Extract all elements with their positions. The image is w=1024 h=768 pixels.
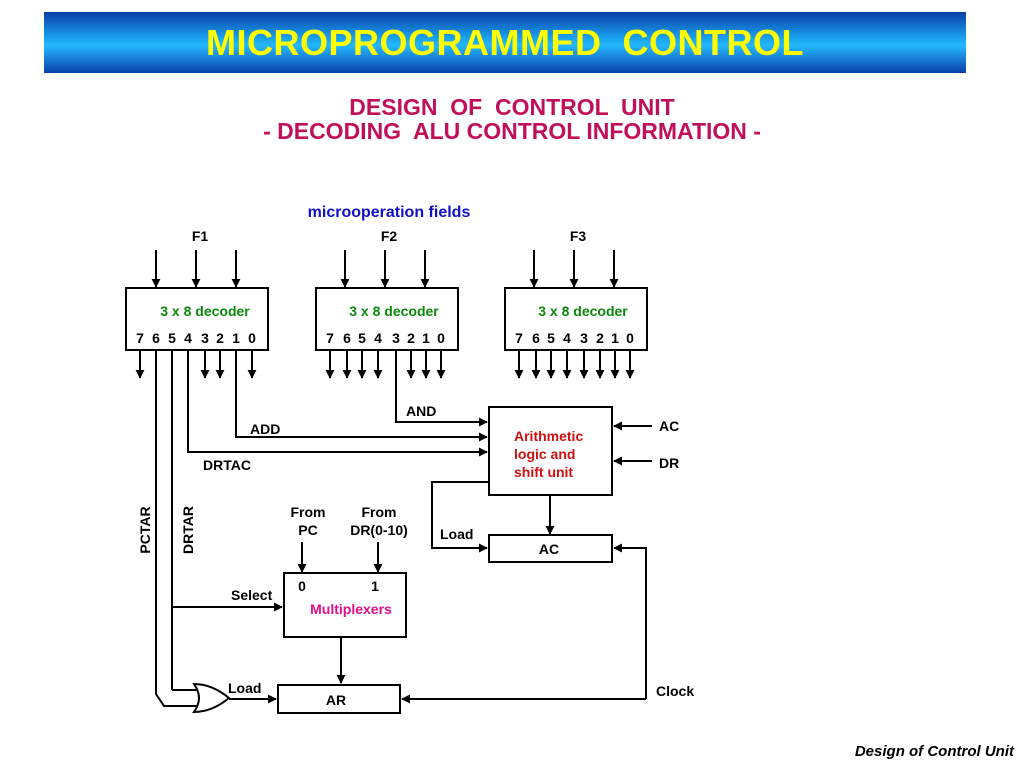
alu-label-line-2: logic and — [514, 446, 575, 462]
decoder-f3-bit-6: 6 — [532, 330, 540, 346]
decoder-f3: 3 x 8 decoder 7 6 5 4 3 2 1 0 — [504, 287, 648, 351]
decoder-f3-bit-5: 5 — [547, 330, 555, 346]
mux-label: Multiplexers — [310, 601, 392, 617]
decoder-f2-label: 3 x 8 decoder — [349, 303, 439, 319]
signal-ac-input-label: AC — [659, 418, 679, 434]
or-gate — [192, 682, 231, 714]
fields-heading: microoperation fields — [308, 204, 471, 221]
decoder-f1-bit-7: 7 — [136, 330, 144, 346]
decoder-f2-bit-0: 0 — [437, 330, 445, 346]
decoder-f3-bit-7: 7 — [515, 330, 523, 346]
field-label-f3: F3 — [570, 228, 587, 244]
decoder-f2-bit-7: 7 — [326, 330, 334, 346]
from-pc-line-2: PC — [298, 522, 317, 538]
decoder-f2-bit-4: 4 — [374, 330, 382, 346]
decoder-f1-bit-2: 2 — [216, 330, 224, 346]
decoder-f3-bit-4: 4 — [563, 330, 571, 346]
subtitle-line-1: DESIGN OF CONTROL UNIT — [349, 94, 675, 120]
decoder-f2: 3 x 8 decoder 7 6 5 4 3 2 1 0 — [315, 287, 459, 351]
ac-register: AC — [488, 534, 613, 563]
decoder-f3-bit-1: 1 — [611, 330, 619, 346]
signal-select-label: Select — [231, 587, 273, 603]
signal-dr-input-label: DR — [659, 455, 679, 471]
multiplexer-block: 0 1 Multiplexers — [283, 572, 407, 638]
title-banner: MICROPROGRAMMED CONTROL — [44, 12, 966, 73]
decoder-f2-bit-2: 2 — [407, 330, 415, 346]
wires — [135, 250, 652, 707]
decoder-f1-bit-1: 1 — [232, 330, 240, 346]
decoder-f3-bit-2: 2 — [596, 330, 604, 346]
ac-register-label: AC — [539, 541, 559, 557]
footer-caption: Design of Control Unit — [854, 743, 1014, 760]
subtitle-line-2: - DECODING ALU CONTROL INFORMATION - — [263, 118, 761, 144]
signal-drtar-label: DRTAR — [180, 506, 196, 554]
field-label-f1: F1 — [192, 228, 209, 244]
page-title: MICROPROGRAMMED CONTROL — [206, 21, 804, 63]
alu-block: Arithmetic logic and shift unit — [488, 406, 613, 496]
decoder-f2-bit-1: 1 — [422, 330, 430, 346]
signal-drtac-label: DRTAC — [203, 457, 251, 473]
decoder-f3-label: 3 x 8 decoder — [538, 303, 628, 319]
decoder-f1-bit-5: 5 — [168, 330, 176, 346]
signal-load-ar-label: Load — [228, 680, 261, 696]
from-dr-line-1: From — [362, 504, 397, 520]
ar-register-label: AR — [326, 692, 346, 708]
decoder-f3-bit-0: 0 — [626, 330, 634, 346]
alu-label-line-1: Arithmetic — [514, 428, 583, 444]
mux-input-0: 0 — [298, 578, 306, 594]
decoder-f3-bit-3: 3 — [580, 330, 588, 346]
from-pc-line-1: From — [291, 504, 326, 520]
decoder-f1-bit-4: 4 — [184, 330, 192, 346]
field-label-f2: F2 — [381, 228, 398, 244]
decoder-f1-bit-6: 6 — [152, 330, 160, 346]
decoder-f1-label: 3 x 8 decoder — [160, 303, 250, 319]
alu-label-line-3: shift unit — [514, 464, 573, 480]
signal-clock-label: Clock — [656, 683, 694, 699]
decoder-f1-bit-0: 0 — [248, 330, 256, 346]
signal-pctar-label: PCTAR — [137, 506, 153, 553]
from-dr-line-2: DR(0-10) — [350, 522, 408, 538]
decoder-f2-bit-3: 3 — [392, 330, 400, 346]
decoder-f2-bit-6: 6 — [343, 330, 351, 346]
decoder-f1: 3 x 8 decoder 7 6 5 4 3 2 1 0 — [125, 287, 269, 351]
signal-add-label: ADD — [250, 421, 280, 437]
decoder-f1-bit-3: 3 — [201, 330, 209, 346]
signal-and-label: AND — [406, 403, 436, 419]
mux-input-1: 1 — [371, 578, 379, 594]
decoder-f2-bit-5: 5 — [358, 330, 366, 346]
signal-load-ac-label: Load — [440, 526, 473, 542]
ar-register: AR — [277, 684, 401, 714]
